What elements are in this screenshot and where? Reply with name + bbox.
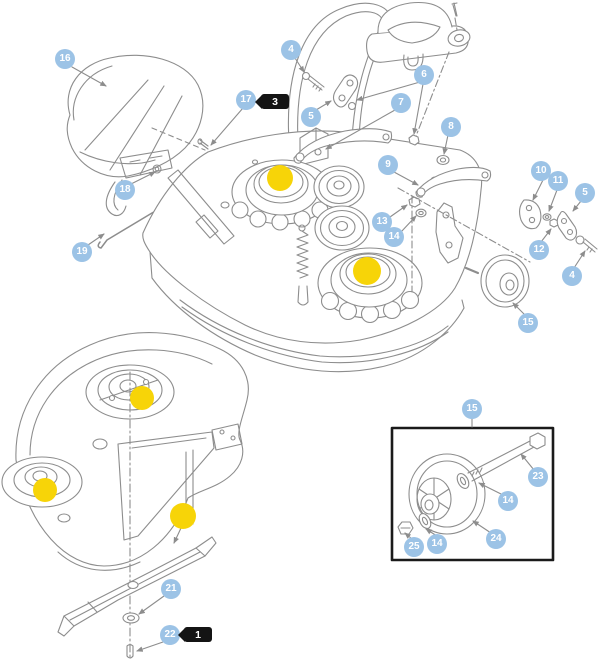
callout-8[interactable]: 8 [441,117,461,137]
callout-14-inset-upper[interactable]: 14 [498,491,518,511]
highlight-dots [33,165,381,529]
blade-hardware [122,612,140,659]
belt-cover [366,1,471,71]
highlight-blade [170,503,196,529]
highlight-spindle-right [353,257,381,285]
callout-25[interactable]: 25 [404,537,424,557]
idler-arm-lower [415,166,492,198]
callout-9[interactable]: 9 [378,155,398,175]
highlight-underside-right [130,386,154,410]
callout-13[interactable]: 13 [372,212,392,232]
hardware-top [301,71,450,166]
callout-21[interactable]: 21 [161,579,181,599]
deck-underside [15,332,249,571]
tension-spring [296,224,309,306]
caster-wheel [480,254,530,308]
idler-pulleys [313,165,370,251]
deck-shell [142,127,483,373]
callout-6[interactable]: 6 [414,65,434,85]
discharge-chute [66,54,209,217]
caster-bracket [408,196,480,275]
mower-blade [57,536,217,637]
callout-10[interactable]: 10 [531,161,551,181]
callout-14-inset-lower[interactable]: 14 [427,534,447,554]
highlight-underside-left [33,478,57,502]
callout-24[interactable]: 24 [486,529,506,549]
callout-17[interactable]: 17 [236,90,256,110]
callout-16[interactable]: 16 [55,49,75,69]
callout-22[interactable]: 22 [160,625,180,645]
callout-12[interactable]: 12 [529,240,549,260]
callout-4-top[interactable]: 4 [281,40,301,60]
hanger-cluster [518,199,598,253]
callout-23[interactable]: 23 [528,467,548,487]
callout-7[interactable]: 7 [391,93,411,113]
callout-4-right[interactable]: 4 [562,266,582,286]
badge-3[interactable]: 3 [261,94,289,109]
callout-19[interactable]: 19 [72,242,92,262]
callout-14-deck[interactable]: 14 [384,227,404,247]
idler-arm-upper [293,128,393,164]
badge-1[interactable]: 1 [184,627,212,642]
leader-lines [71,57,586,652]
callout-5-top[interactable]: 5 [301,107,321,127]
callout-11[interactable]: 11 [548,171,568,191]
highlight-spindle-left [267,165,293,191]
callout-18[interactable]: 18 [115,180,135,200]
callout-5-right[interactable]: 5 [575,183,595,203]
callout-15-wheel[interactable]: 15 [518,313,538,333]
callout-15-inset[interactable]: 15 [462,399,482,419]
